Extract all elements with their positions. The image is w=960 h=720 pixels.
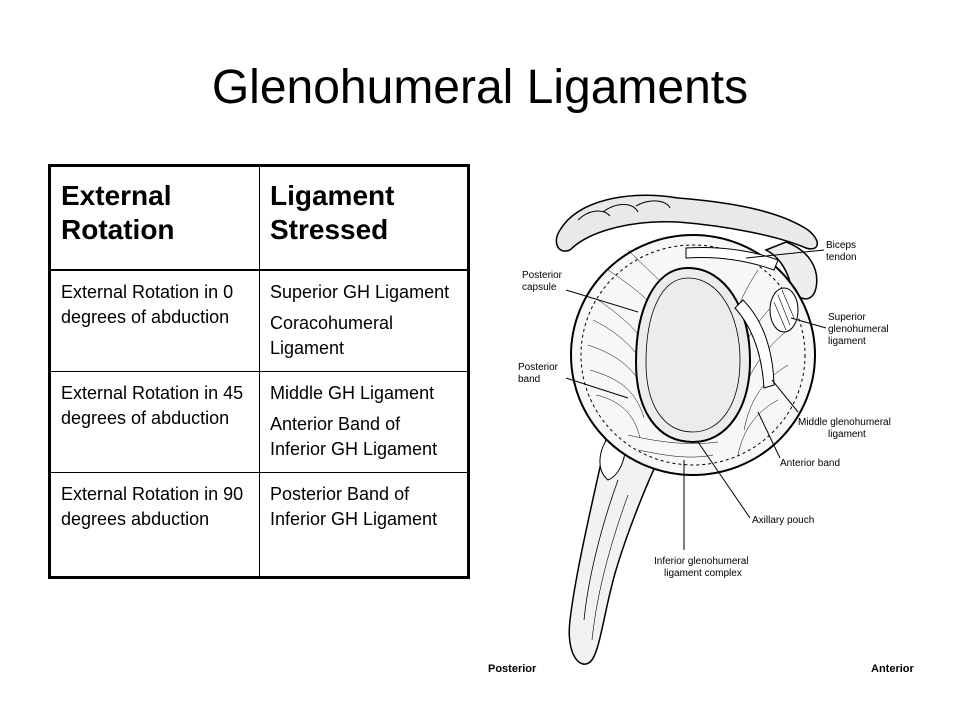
header-ligament-stressed: Ligament Stressed bbox=[259, 165, 469, 271]
ligament-item: Superior GH Ligament bbox=[270, 282, 450, 302]
ligament-item: Coracohumeral Ligament bbox=[270, 313, 394, 358]
header-external-rotation: External Rotation bbox=[49, 165, 260, 271]
label-posterior: Posterior bbox=[488, 663, 537, 675]
label-posterior-capsule-l2: capsule bbox=[522, 282, 557, 293]
leader-lines bbox=[565, 249, 827, 550]
label-superior-gh-l2: glenohumeral bbox=[828, 324, 889, 335]
shoulder-illustration: Biceps tendon Posterior capsule Superior… bbox=[488, 194, 915, 675]
label-middle-gh-l1: Middle glenohumeral bbox=[798, 417, 891, 428]
ligament-table: External Rotation Ligament Stressed Exte… bbox=[48, 164, 470, 579]
table-header-row: External Rotation Ligament Stressed bbox=[49, 165, 469, 271]
ligament-cell: Posterior Band of Inferior GH Ligament bbox=[259, 472, 469, 578]
table-row: External Rotation in 45 degrees of abduc… bbox=[49, 371, 469, 473]
label-superior-gh-l3: ligament bbox=[828, 336, 866, 347]
label-posterior-band-l2: band bbox=[518, 374, 540, 385]
label-posterior-band-l1: Posterior bbox=[518, 362, 559, 373]
label-axillary-pouch: Axillary pouch bbox=[752, 515, 814, 526]
label-middle-gh-l2: ligament bbox=[828, 429, 866, 440]
label-biceps-l1: Biceps bbox=[826, 240, 856, 251]
biceps-tendon bbox=[685, 247, 779, 271]
ligament-item: Anterior Band of Inferior GH Ligament bbox=[270, 414, 438, 459]
table-row: External Rotation in 90 degrees abductio… bbox=[49, 472, 469, 578]
label-anterior: Anterior bbox=[871, 663, 915, 675]
table-row: External Rotation in 0 degrees of abduct… bbox=[49, 269, 469, 372]
label-superior-gh-l1: Superior bbox=[828, 312, 866, 323]
label-igh-complex-l1: Inferior glenohumeral bbox=[654, 556, 749, 567]
slide-title: Glenohumeral Ligaments bbox=[211, 61, 749, 114]
acromion bbox=[555, 194, 818, 252]
middle-gh-ligament bbox=[734, 299, 775, 389]
motion-cell: External Rotation in 45 degrees of abduc… bbox=[49, 371, 260, 473]
label-igh-complex-l2: ligament complex bbox=[664, 568, 742, 579]
ligament-cell: Middle GH Ligament Anterior Band of Infe… bbox=[259, 371, 469, 473]
glenoid-fossa bbox=[634, 266, 752, 444]
humerus-shaft bbox=[568, 439, 665, 665]
motion-cell: External Rotation in 0 degrees of abduct… bbox=[49, 269, 260, 372]
motion-cell: External Rotation in 90 degrees abductio… bbox=[49, 472, 260, 578]
ligament-item: Middle GH Ligament bbox=[270, 383, 435, 403]
ligament-item: Posterior Band of Inferior GH Ligament bbox=[270, 484, 438, 529]
ligament-cell: Superior GH Ligament Coracohumeral Ligam… bbox=[259, 269, 469, 372]
label-anterior-band: Anterior band bbox=[780, 458, 840, 469]
coracoid-process bbox=[764, 241, 818, 300]
label-biceps-l2: tendon bbox=[826, 252, 857, 263]
label-posterior-capsule-l1: Posterior bbox=[522, 270, 563, 281]
